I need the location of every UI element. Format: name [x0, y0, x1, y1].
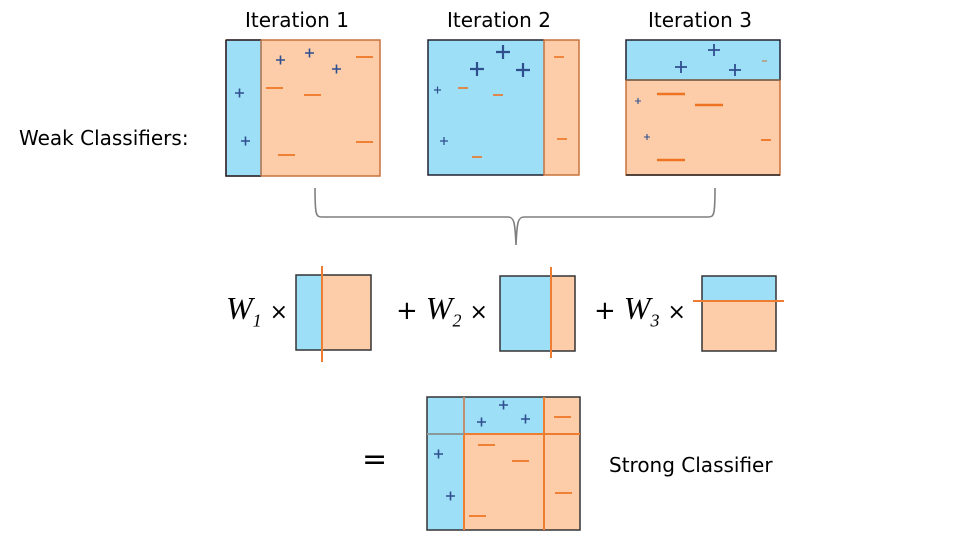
plus-operator: + [594, 296, 616, 326]
positive-marks [434, 400, 530, 501]
panel-border-dark [225, 39, 261, 177]
equals-sign: = [362, 442, 388, 477]
weight-symbol: W [623, 290, 651, 326]
positive-region [226, 40, 261, 176]
negative-marks [458, 56, 567, 158]
panel-border-dark [427, 39, 544, 176]
positive-region [428, 40, 544, 175]
panel-border-dark [625, 39, 781, 81]
positive-marks [635, 44, 741, 140]
box-border [426, 396, 581, 531]
negative-marks [469, 416, 572, 517]
times-operator: × [269, 300, 289, 325]
weight-subscript: 3 [650, 310, 660, 331]
negative-region [626, 80, 780, 175]
times-operator: × [667, 300, 686, 325]
negative-marks [266, 56, 373, 156]
negative-region [261, 40, 380, 176]
box-border [499, 275, 576, 352]
strong-classifier [426, 396, 581, 531]
weak-classifier-1 [225, 39, 381, 177]
positive-marks [434, 45, 530, 145]
strong-classifier-label: Strong Classifier [609, 453, 773, 477]
grouping-brace [314, 187, 716, 246]
weight-term-1: W1 × [226, 290, 288, 331]
weight-term-3: + W3 × [594, 290, 686, 331]
weak-classifiers-label: Weak Classifiers: [19, 126, 189, 150]
panel-border [625, 80, 781, 176]
box-border [295, 274, 372, 351]
iteration-3-title: Iteration 3 [648, 8, 752, 32]
weighted-classifier-2 [499, 267, 576, 358]
panel-border [225, 39, 381, 177]
weight-subscript: 1 [252, 310, 262, 331]
times-operator: × [469, 300, 488, 325]
positive-region [626, 40, 780, 80]
plus-operator: + [396, 296, 418, 326]
weight-subscript: 2 [452, 310, 462, 331]
weight-symbol: W [425, 290, 453, 326]
weak-classifier-3 [625, 39, 781, 176]
weak-classifier-2 [427, 39, 580, 176]
box-border [701, 275, 777, 352]
weight-symbol: W [226, 290, 253, 326]
iteration-2-title: Iteration 2 [447, 8, 551, 32]
weight-term-2: + W2 × [396, 290, 488, 331]
negative-marks [657, 60, 771, 162]
positive-marks [235, 48, 341, 146]
panel-border [543, 39, 580, 176]
iteration-1-title: Iteration 1 [245, 8, 349, 32]
weighted-classifier-1 [295, 266, 372, 362]
weighted-classifier-3 [693, 275, 784, 352]
negative-region [544, 40, 579, 175]
